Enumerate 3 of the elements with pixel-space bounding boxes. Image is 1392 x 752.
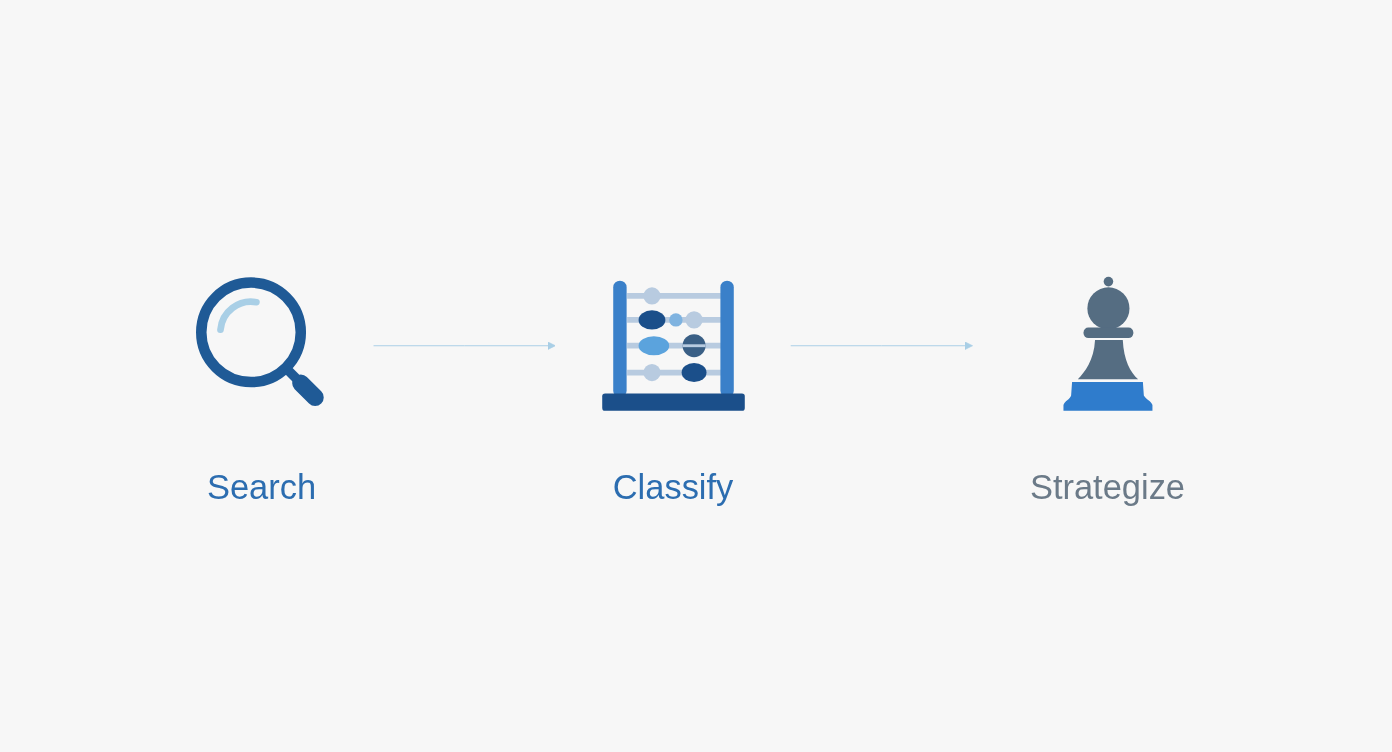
node-text: Strategize — [1029, 467, 1186, 507]
node-text: Search — [206, 467, 317, 507]
node-text: Classify — [612, 467, 734, 507]
